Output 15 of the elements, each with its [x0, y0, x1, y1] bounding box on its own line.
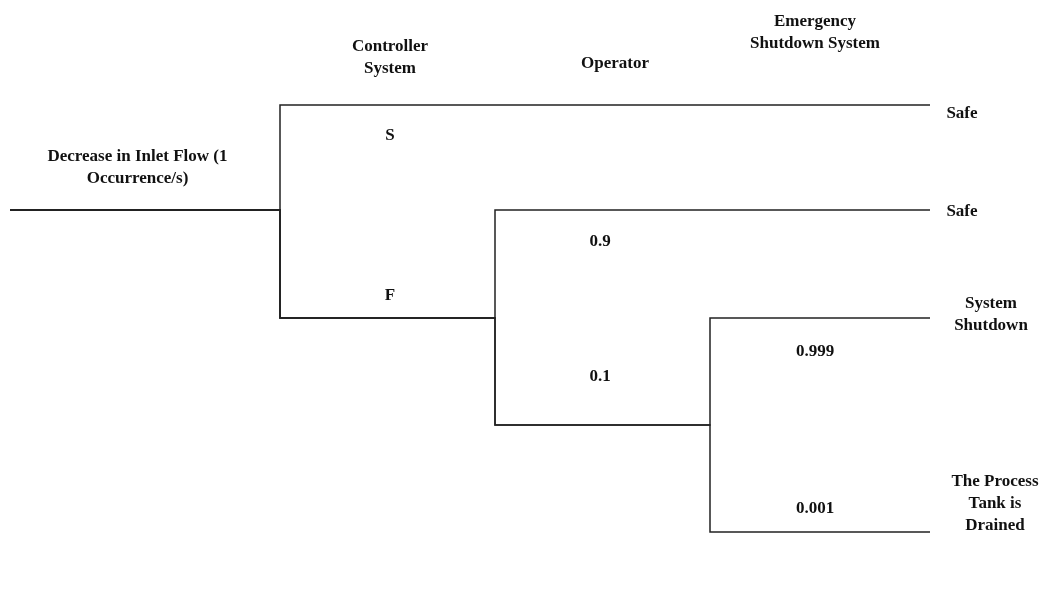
outcome-label: Safe: [932, 102, 992, 124]
probability-label: 0.999: [794, 340, 836, 362]
outcome-label: The Process Tank is Drained: [940, 470, 1050, 536]
branch-label: S: [384, 124, 396, 146]
column-header: Controller System: [350, 35, 430, 79]
column-header: Emergency Shutdown System: [750, 10, 880, 54]
initiating-event: Decrease in Inlet Flow (1 Occurrence/s): [10, 145, 265, 212]
branch-label: F: [383, 284, 397, 306]
event-tree-branch: [9, 209, 931, 533]
outcome-label: Safe: [932, 200, 992, 222]
probability-label: 0.9: [588, 230, 612, 252]
outcome-label: System Shutdown: [932, 292, 1050, 336]
probability-label: 0.001: [794, 497, 836, 519]
column-header: Operator: [580, 52, 650, 74]
probability-label: 0.1: [588, 365, 612, 387]
